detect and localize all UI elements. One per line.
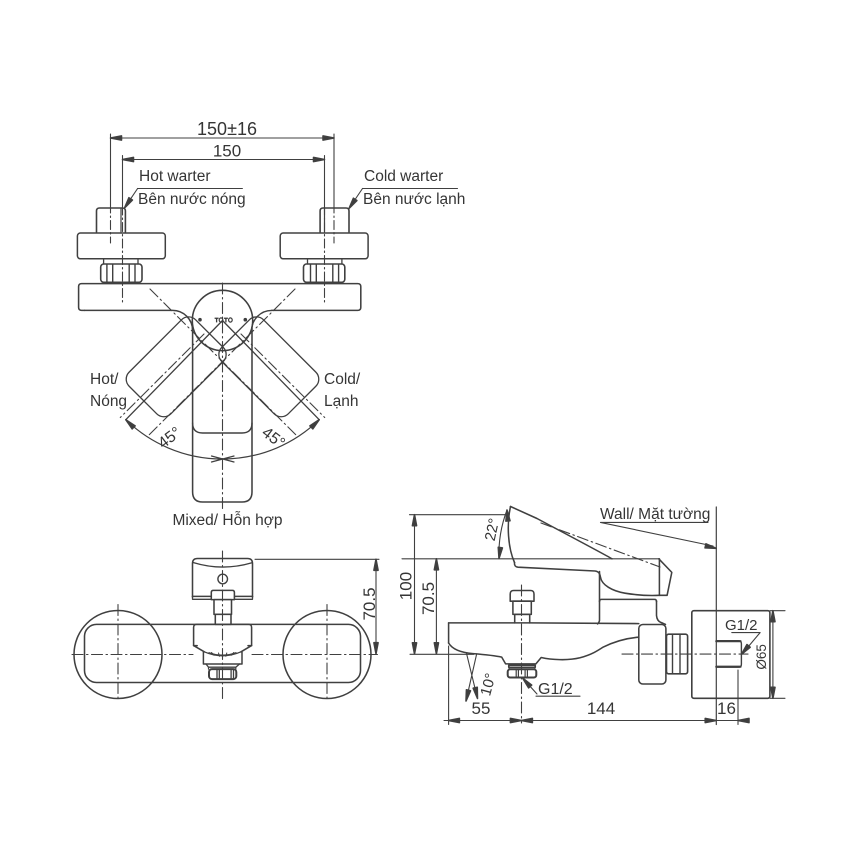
svg-text:70.5: 70.5 (419, 582, 438, 615)
svg-text:Nóng: Nóng (90, 393, 127, 410)
svg-text:Hot warter: Hot warter (139, 168, 211, 185)
svg-text:150±16: 150±16 (197, 119, 257, 139)
svg-text:10°: 10° (477, 671, 499, 697)
svg-text:22°: 22° (482, 517, 503, 543)
svg-text:Cold warter: Cold warter (364, 168, 443, 185)
svg-text:Wall/ Mặt tường: Wall/ Mặt tường (600, 506, 710, 523)
svg-text:Mixed/ Hỗn hợp: Mixed/ Hỗn hợp (172, 512, 282, 529)
svg-text:Hot/: Hot/ (90, 371, 119, 388)
svg-text:Cold/: Cold/ (324, 371, 361, 388)
svg-text:70.5: 70.5 (360, 587, 379, 620)
svg-text:G1/2: G1/2 (538, 681, 573, 698)
svg-text:100: 100 (397, 572, 416, 600)
svg-text:150: 150 (213, 142, 241, 161)
svg-text:45°: 45° (155, 424, 185, 452)
svg-text:Bên nước lạnh: Bên nước lạnh (363, 191, 465, 208)
svg-text:55: 55 (472, 699, 491, 718)
svg-text:45°: 45° (258, 424, 288, 452)
svg-text:Lạnh: Lạnh (324, 393, 358, 410)
svg-text:144: 144 (587, 699, 615, 718)
svg-text:G1/2: G1/2 (725, 617, 758, 634)
svg-text:16: 16 (717, 699, 736, 718)
svg-text:Ø65: Ø65 (754, 644, 769, 670)
svg-text:Bên nước nóng: Bên nước nóng (138, 191, 246, 208)
